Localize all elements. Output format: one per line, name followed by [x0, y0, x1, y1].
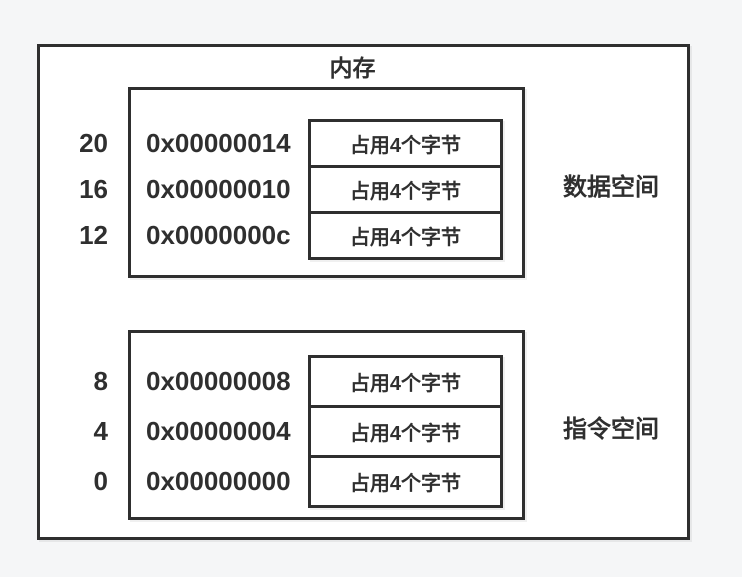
offset-label: 12 — [79, 220, 108, 250]
address-label: 0x0000000c — [146, 220, 291, 250]
address-label: 0x00000010 — [146, 174, 291, 204]
offset-label: 20 — [79, 128, 108, 158]
offset-label: 8 — [93, 366, 108, 396]
data-space-cell-column: 占用4个字节 占用4个字节 占用4个字节 — [308, 119, 503, 260]
memory-cell: 占用4个字节 — [311, 405, 500, 455]
address-label: 0x00000014 — [146, 128, 291, 158]
address-label: 0x00000000 — [146, 466, 291, 496]
data-space-label: 数据空间 — [563, 174, 659, 201]
address-label: 0x00000004 — [146, 416, 291, 446]
memory-title: 内存 — [329, 55, 376, 81]
address-label: 0x00000008 — [146, 366, 291, 396]
offset-label: 16 — [79, 174, 108, 204]
memory-cell: 占用4个字节 — [311, 358, 500, 405]
memory-cell: 占用4个字节 — [311, 455, 500, 505]
offset-label: 4 — [93, 416, 108, 446]
memory-cell: 占用4个字节 — [311, 122, 500, 165]
memory-cell: 占用4个字节 — [311, 211, 500, 257]
instruction-space-label: 指令空间 — [563, 416, 659, 443]
memory-cell: 占用4个字节 — [311, 165, 500, 211]
offset-label: 0 — [93, 466, 108, 496]
instruction-space-cell-column: 占用4个字节 占用4个字节 占用4个字节 — [308, 355, 503, 508]
